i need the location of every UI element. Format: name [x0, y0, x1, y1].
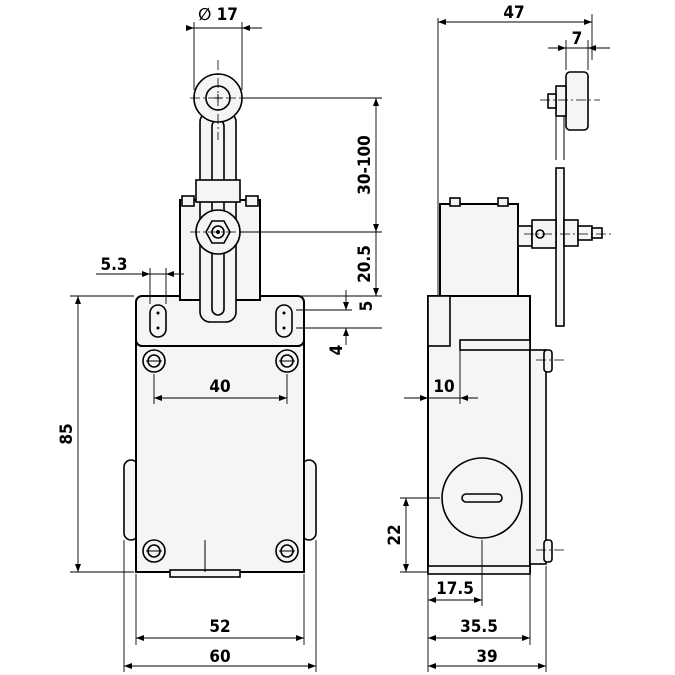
- side-lever-plate: [555, 167, 565, 327]
- dim-entry-height: 22: [385, 524, 405, 545]
- dim-hole-spacing: 40: [209, 377, 230, 397]
- screw-bottom-left: [142, 539, 166, 563]
- dim-entry-offset: 17.5: [436, 579, 474, 599]
- dim-side-inner-depth: 35.5: [460, 617, 498, 637]
- side-view: [427, 71, 612, 575]
- switch-body-front: [135, 339, 305, 573]
- front-dimensions: ∅ 17 30-100 20.5 5 4 5.3 40: [57, 5, 382, 672]
- screw-bottom-right: [275, 539, 299, 563]
- dim-overall-depth: 47: [503, 3, 524, 23]
- dim-pivot-height: 20.5: [355, 245, 375, 283]
- dim-body-width: 60: [209, 647, 230, 667]
- front-view: [123, 60, 317, 578]
- left-slot: [149, 304, 167, 338]
- side-roller: [565, 71, 589, 131]
- dim-slot-length: 5: [357, 301, 377, 312]
- dim-inner-width: 52: [209, 617, 230, 637]
- dim-body-height: 85: [57, 423, 77, 444]
- dim-side-offset: 10: [433, 377, 454, 397]
- dim-slot-spacing: 4: [327, 345, 347, 356]
- side-dimensions: 47 7 10 22 17.5 35.5: [385, 3, 610, 672]
- dim-lever-length: 30-100: [355, 135, 375, 195]
- screw-top-left: [142, 349, 166, 373]
- dim-roller-diameter: ∅ 17: [198, 5, 238, 25]
- dim-side-depth: 39: [476, 647, 497, 667]
- dim-roller-width: 7: [572, 29, 583, 49]
- right-slot: [275, 304, 293, 338]
- screw-top-right: [275, 349, 299, 373]
- side-head: [439, 203, 519, 297]
- dim-slot-offset: 5.3: [100, 255, 127, 275]
